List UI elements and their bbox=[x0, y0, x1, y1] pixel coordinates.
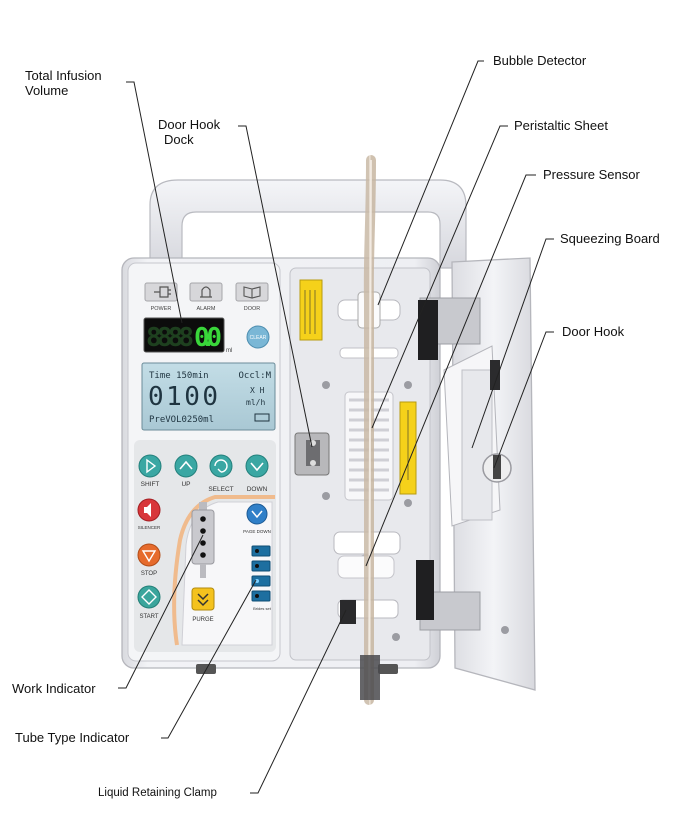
lcd-battery-icon bbox=[254, 413, 270, 422]
purge-double-arrow-icon bbox=[197, 593, 209, 607]
callout-door-hook-dock-line1: Door Hook bbox=[158, 117, 221, 132]
down-chevron-icon bbox=[250, 462, 264, 472]
down-button[interactable] bbox=[245, 454, 269, 478]
tube-type-caption: Brides set bbox=[253, 606, 272, 611]
work-indicator bbox=[191, 502, 215, 578]
callout-squeezing-board: Squeezing Board bbox=[560, 231, 660, 246]
pump-door bbox=[416, 257, 536, 691]
door-book-icon bbox=[243, 286, 261, 299]
iv-tube bbox=[360, 155, 380, 705]
volume-display-value: 0.0 bbox=[194, 323, 222, 353]
lcd-occlusion: Occl:M bbox=[238, 371, 271, 381]
speaker-mute-icon bbox=[144, 503, 151, 517]
leader-work-indicator bbox=[118, 534, 204, 689]
start-button[interactable] bbox=[137, 585, 161, 609]
alarm-bell-icon bbox=[200, 286, 212, 298]
lcd-time: Time 150min bbox=[149, 371, 209, 381]
purge-button[interactable] bbox=[191, 587, 215, 611]
tube-type-indicator bbox=[251, 545, 271, 602]
page-down-label: PAGE DOWN bbox=[243, 529, 271, 534]
shift-arrow-icon bbox=[146, 458, 157, 474]
shift-button[interactable] bbox=[138, 454, 162, 478]
callout-total-infusion-volume-line1: Total Infusion bbox=[25, 68, 102, 83]
callout-work-indicator: Work Indicator bbox=[12, 681, 96, 696]
callout-total-infusion-volume-line2: Volume bbox=[25, 83, 69, 98]
up-chevron-icon bbox=[179, 460, 193, 470]
leader-tube-type-indicator bbox=[161, 579, 257, 739]
silencer-label: SILENCER bbox=[138, 525, 161, 530]
callout-liquid-retaining-clamp: Liquid Retaining Clamp bbox=[98, 787, 217, 799]
select-button[interactable] bbox=[209, 454, 233, 478]
volume-display-dim: 8888 bbox=[146, 323, 194, 353]
callout-bubble-detector: Bubble Detector bbox=[493, 53, 587, 68]
start-diamond-icon bbox=[141, 589, 157, 605]
leader-bubble-detector bbox=[377, 60, 484, 306]
squeezing-board bbox=[443, 345, 501, 527]
power-label: POWER bbox=[151, 306, 172, 312]
leader-total-infusion-volume bbox=[126, 81, 183, 324]
page-down-icon bbox=[251, 510, 263, 519]
select-rotate-icon bbox=[214, 459, 228, 473]
up-button[interactable] bbox=[174, 454, 198, 478]
door-label: DOOR bbox=[244, 306, 261, 312]
indicator-row bbox=[144, 282, 269, 302]
leader-door-hook-dock bbox=[238, 125, 313, 448]
lcd-unit-bottom: ml/h bbox=[246, 398, 265, 407]
callout-door-hook: Door Hook bbox=[562, 324, 625, 339]
volume-unit: ml bbox=[226, 348, 232, 354]
callout-peristaltic-sheet: Peristaltic Sheet bbox=[514, 118, 608, 133]
silencer-button[interactable] bbox=[137, 498, 161, 522]
leader-door-hook bbox=[493, 331, 554, 469]
leader-peristaltic-sheet bbox=[371, 125, 508, 429]
callout-tube-type-indicator: Tube Type Indicator bbox=[15, 730, 130, 745]
callout-door-hook-dock: Door Hook Dock bbox=[158, 117, 220, 147]
power-plug-icon bbox=[154, 286, 171, 298]
page-down-button[interactable] bbox=[246, 503, 268, 525]
leader-pressure-sensor bbox=[365, 174, 536, 567]
callout-pressure-sensor: Pressure Sensor bbox=[543, 167, 640, 182]
clear-button[interactable]: CLEAR bbox=[246, 325, 270, 349]
leader-liquid-retaining-clamp bbox=[250, 609, 347, 794]
lcd-unit-top: X H bbox=[250, 386, 265, 395]
stop-button[interactable] bbox=[137, 543, 161, 567]
stop-triangle-icon bbox=[141, 550, 157, 563]
leader-lines bbox=[118, 60, 554, 794]
alarm-label: ALARM bbox=[197, 306, 216, 312]
tube-direction-label bbox=[399, 401, 417, 495]
volume-display: 8888 0.0 ml bbox=[143, 317, 232, 354]
clear-label: CLEAR bbox=[250, 335, 267, 341]
purge-label: PURGE bbox=[192, 617, 213, 623]
select-label: SELECT bbox=[208, 486, 233, 493]
callout-total-infusion-volume: Total Infusion Volume bbox=[25, 68, 102, 98]
carry-handle bbox=[149, 179, 467, 269]
callout-door-hook-dock-line2: Dock bbox=[164, 132, 194, 147]
pump-channel bbox=[289, 267, 431, 661]
door-hook-dock bbox=[294, 432, 330, 476]
leader-squeezing-board bbox=[471, 238, 554, 449]
door-hook bbox=[482, 453, 512, 483]
warning-label bbox=[299, 279, 323, 341]
lcd-preset-volume: PreVOL0250ml bbox=[149, 415, 214, 425]
down-label: DOWN bbox=[247, 486, 268, 493]
lcd-screen: Time 150min Occl:M 0100 X H ml/h PreVOL0… bbox=[141, 362, 276, 431]
stop-label: STOP bbox=[141, 571, 157, 577]
shift-label: SHIFT bbox=[141, 481, 160, 488]
start-label: START bbox=[139, 614, 158, 620]
up-label: UP bbox=[181, 481, 190, 488]
